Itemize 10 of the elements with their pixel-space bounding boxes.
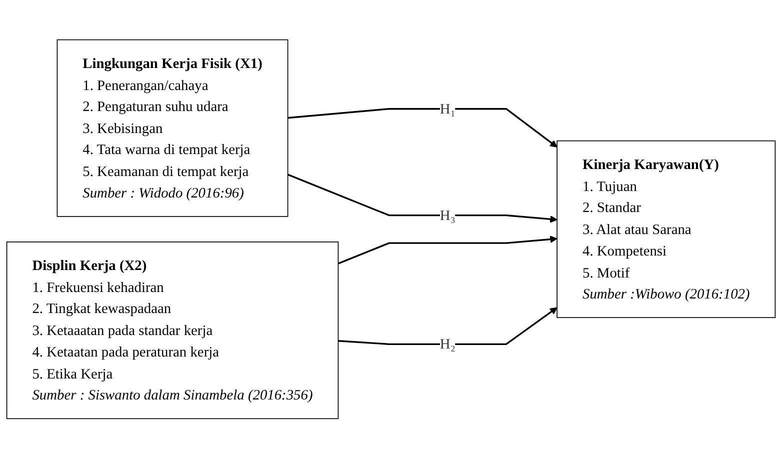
arrow xyxy=(287,174,558,223)
arrow xyxy=(288,108,558,148)
arrow xyxy=(338,235,558,264)
node-box: Lingkungan Kerja Fisik (X1) 1. Penerangan/cahaya 2. Pengaturan suhu udara 3. Kebisingan 4. Tata warna di tempat kerja 5. Keamanan di tempat kerja Sumber : Widodo (2016:96) xyxy=(56,39,288,217)
edge-label: H₂ xyxy=(440,336,456,352)
arrow xyxy=(338,307,558,345)
node-box: Kinerja Karyawan(Y) 1. Tujuan 2. Standar 3. Alat atau Sarana 4. Kompetensi 5. Motif Sumber :Wibowo (2016:102) xyxy=(556,140,776,318)
edge-label: H₁ xyxy=(440,100,456,116)
node-box: Displin Kerja (X2) 1. Frekuensi kehadiran 2. Tingkat kewaspadaan 3. Ketaaatan pada standar kerja 4. Ketaatan pada peraturan kerja 5. Etika Kerja Sumber : Siswanto dalam Sinambela (2016:356) xyxy=(6,241,339,419)
edge-label: H₃ xyxy=(440,206,456,223)
